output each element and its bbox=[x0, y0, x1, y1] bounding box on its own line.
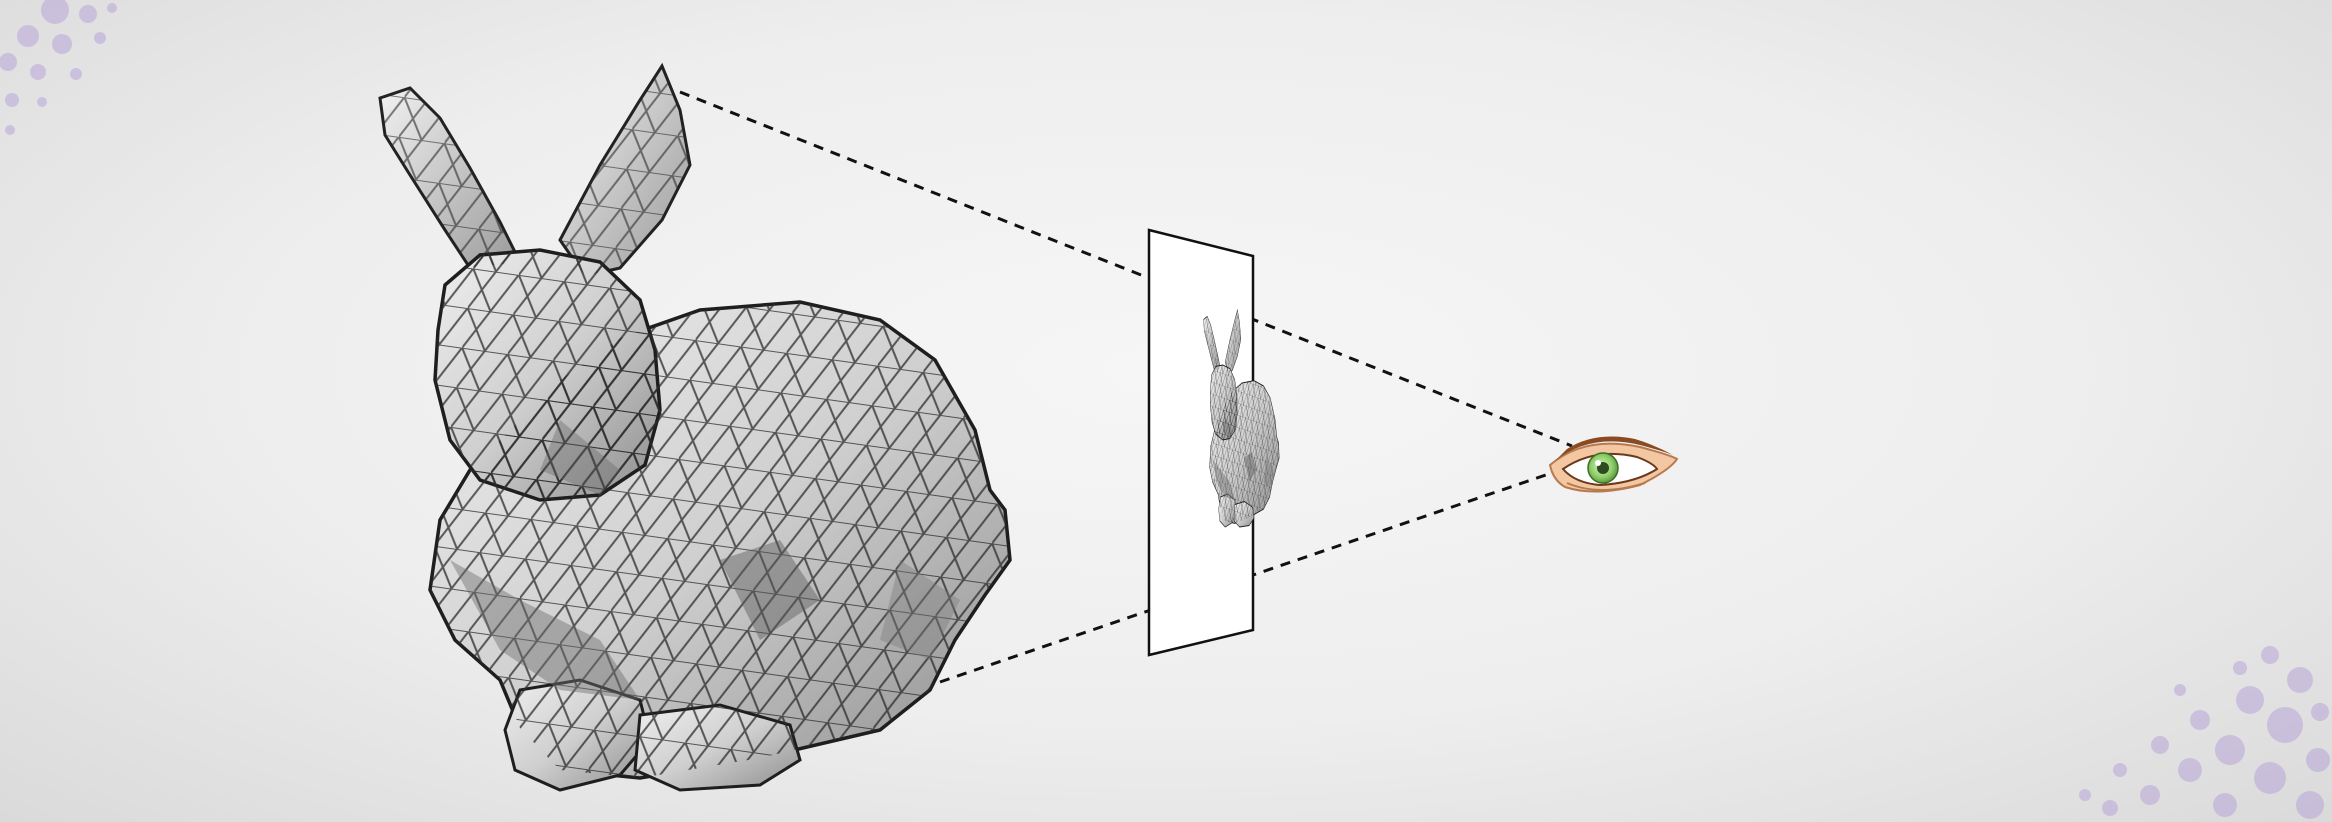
projection-line-top bbox=[679, 90, 1573, 448]
projection-plane bbox=[1147, 228, 1280, 657]
decorative-dots-top-left bbox=[0, 0, 117, 135]
eye bbox=[1548, 436, 1679, 493]
image-plane-icon bbox=[1147, 228, 1255, 657]
projection-line-bottom bbox=[939, 464, 1573, 684]
bunny-mesh bbox=[378, 64, 1012, 792]
bunny-icon bbox=[378, 64, 1012, 792]
projection-lines bbox=[679, 90, 1573, 684]
decorative-dots-bottom-right bbox=[2079, 646, 2330, 819]
eye-icon bbox=[1548, 436, 1679, 493]
